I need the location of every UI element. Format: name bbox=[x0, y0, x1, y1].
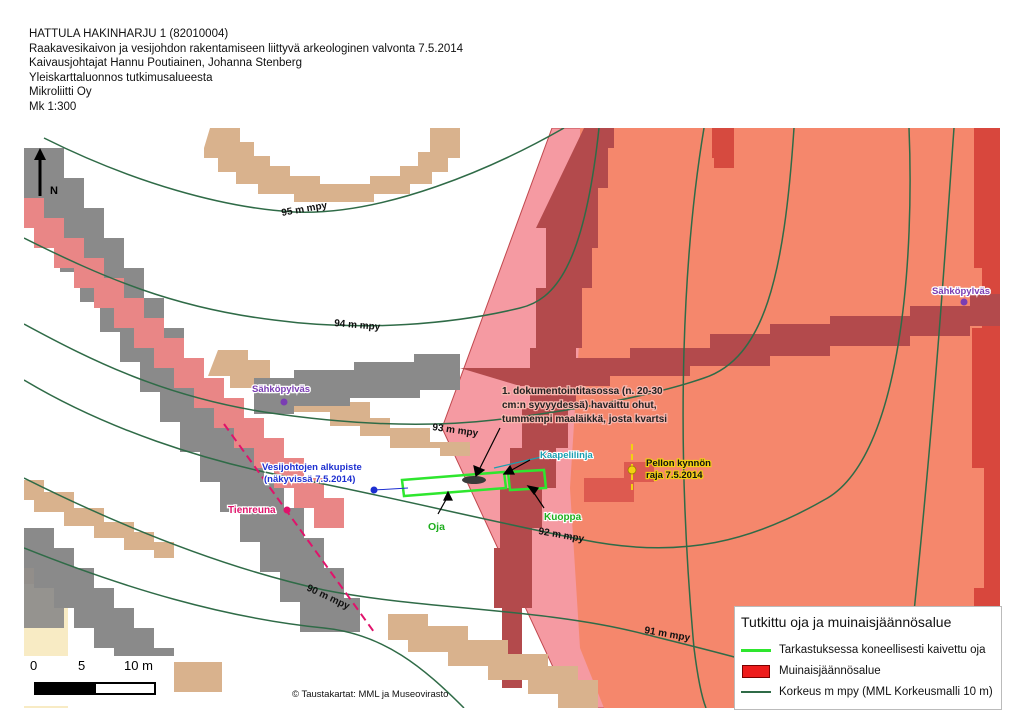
legend-item-trench: Tarkastuksessa koneellisesti kaivettu oj… bbox=[741, 643, 985, 657]
legend-item-trench-label: Tarkastuksessa koneellisesti kaivettu oj… bbox=[779, 644, 986, 656]
contour-92 bbox=[24, 128, 911, 549]
contour-lines bbox=[24, 128, 1000, 708]
trench-polygon[interactable] bbox=[400, 470, 508, 498]
contour-94 bbox=[24, 128, 600, 327]
hole-polygon[interactable] bbox=[506, 468, 548, 492]
find-arrow-head bbox=[473, 465, 486, 478]
field-label-line1: Pellon kynnön bbox=[646, 458, 711, 469]
site-legend-symbol bbox=[741, 664, 771, 678]
power-pole-left[interactable] bbox=[280, 398, 288, 406]
map-header: HATTULA HAKINHARJU 1 (82010004) Raakaves… bbox=[29, 27, 463, 115]
field-label-line2: raja 7.5.2014 bbox=[646, 470, 703, 481]
contour-label-94: 94 m mpy bbox=[334, 318, 381, 333]
road-edge-label: Tienreuna bbox=[228, 505, 276, 516]
maroon-band-horizontal bbox=[460, 294, 1000, 386]
find-label-line2: cm:n syvyydessä) havaittu ohut, bbox=[502, 400, 657, 411]
site-dark-strip-2 bbox=[972, 128, 1000, 708]
map-svg: 95 m mpy 94 m mpy 93 m mpy 92 m mpy 91 m… bbox=[24, 128, 1000, 708]
legend-item-contour: Korkeus m mpy (MML Korkeusmalli 10 m) bbox=[741, 685, 993, 699]
site-dark-strip-1 bbox=[692, 128, 734, 168]
legend-title: Tutkittu oja ja muinaisjäännösalue bbox=[741, 614, 952, 630]
map-scale: Mk 1:300 bbox=[29, 100, 77, 113]
sand-left bbox=[24, 480, 174, 558]
project-description: Raakavesikaivon ja vesijohdon rakentamis… bbox=[29, 42, 464, 55]
road-gray-horizontal bbox=[254, 354, 460, 414]
find-label-line3: tummempi maaläikkä, josta kvartsi bbox=[502, 414, 667, 425]
site-area-orange bbox=[570, 128, 1000, 708]
contour-90 bbox=[24, 547, 465, 708]
north-arrow: N bbox=[34, 148, 58, 197]
road-gray-left bbox=[24, 148, 360, 632]
power-pole-right-label: Sähköpylväs bbox=[932, 286, 990, 297]
pipe-label-line1: Vesijohtojen alkupiste bbox=[262, 462, 362, 473]
sand-top bbox=[204, 128, 460, 202]
map-canvas[interactable]: 95 m mpy 94 m mpy 93 m mpy 92 m mpy 91 m… bbox=[24, 128, 1000, 708]
road-core-pink bbox=[24, 198, 344, 528]
hole-label: Kuoppa bbox=[544, 512, 582, 523]
trench-label: Oja bbox=[428, 521, 445, 533]
north-label: N bbox=[50, 185, 58, 197]
pipe-start-label: Vesijohtojen alkupiste (näkyvissä 7.5.20… bbox=[262, 462, 364, 485]
cable-line bbox=[493, 453, 555, 469]
trench-legend-symbol bbox=[741, 643, 771, 657]
scale-tick-10: 10 m bbox=[124, 658, 153, 673]
legend-item-contour-label: Korkeus m mpy (MML Korkeusmalli 10 m) bbox=[779, 686, 993, 698]
trench-arrow-head bbox=[443, 490, 453, 501]
field-boundary-point bbox=[627, 465, 637, 475]
cable-line-label: Kaapelilinja bbox=[540, 450, 594, 461]
power-pole-left-label: Sähköpylväs bbox=[252, 384, 310, 395]
contour-93 bbox=[24, 128, 795, 425]
find-label-line1: 1. dokumentointitasossa (n. 20-30 bbox=[502, 386, 663, 397]
map-type: Yleiskarttaluonnos tutkimusalueesta bbox=[29, 71, 213, 84]
pipe-start-point[interactable] bbox=[370, 486, 378, 494]
company: Mikroliitti Oy bbox=[29, 86, 92, 99]
scale-bar: 0 5 10 m bbox=[24, 656, 174, 706]
excavation-directors: Kaivausjohtajat Hannu Poutiainen, Johann… bbox=[29, 57, 303, 70]
contour-right-a bbox=[682, 128, 707, 708]
scale-tick-5: 5 bbox=[78, 658, 86, 673]
contour-legend-symbol bbox=[741, 685, 771, 699]
contour-label-95: 95 m mpy bbox=[281, 200, 329, 219]
contour-right-b bbox=[903, 128, 955, 708]
legend-item-site: Muinaisjäännösalue bbox=[741, 664, 881, 678]
site-title: HATTULA HAKINHARJU 1 (82010004) bbox=[29, 28, 229, 40]
sand-bottom bbox=[388, 614, 598, 708]
maroon-band-vertical bbox=[494, 128, 614, 688]
road-edge-line bbox=[223, 423, 375, 633]
hole-arrow-head bbox=[526, 485, 539, 496]
find-label: 1. dokumentointitasossa (n. 20-30 cm:n s… bbox=[502, 386, 667, 425]
contour-95 bbox=[43, 128, 565, 213]
pipe-line bbox=[373, 487, 409, 491]
power-pole-right[interactable] bbox=[960, 298, 968, 306]
dark-soil-patch[interactable] bbox=[462, 476, 486, 484]
find-arrow bbox=[477, 427, 501, 473]
cable-arrow-head bbox=[502, 464, 515, 475]
road-edge-point bbox=[283, 506, 291, 514]
annotation-arrows bbox=[437, 427, 545, 515]
maroon-spot bbox=[584, 462, 654, 502]
copyright-credit: © Taustakartat: MML ja Museovirasto bbox=[292, 689, 449, 700]
legend: Tutkittu oja ja muinaisjäännösalue Tarka… bbox=[734, 606, 1002, 710]
pipe-label-line2: (näkyvissä 7.5.2014) bbox=[264, 474, 355, 485]
road-gray-bottom bbox=[24, 548, 64, 628]
scale-bar-graphic bbox=[34, 682, 156, 695]
field-boundary-label: Pellon kynnön raja 7.5.2014 bbox=[646, 458, 714, 481]
legend-item-site-label: Muinaisjäännösalue bbox=[779, 665, 881, 677]
scale-tick-0: 0 bbox=[30, 658, 38, 673]
